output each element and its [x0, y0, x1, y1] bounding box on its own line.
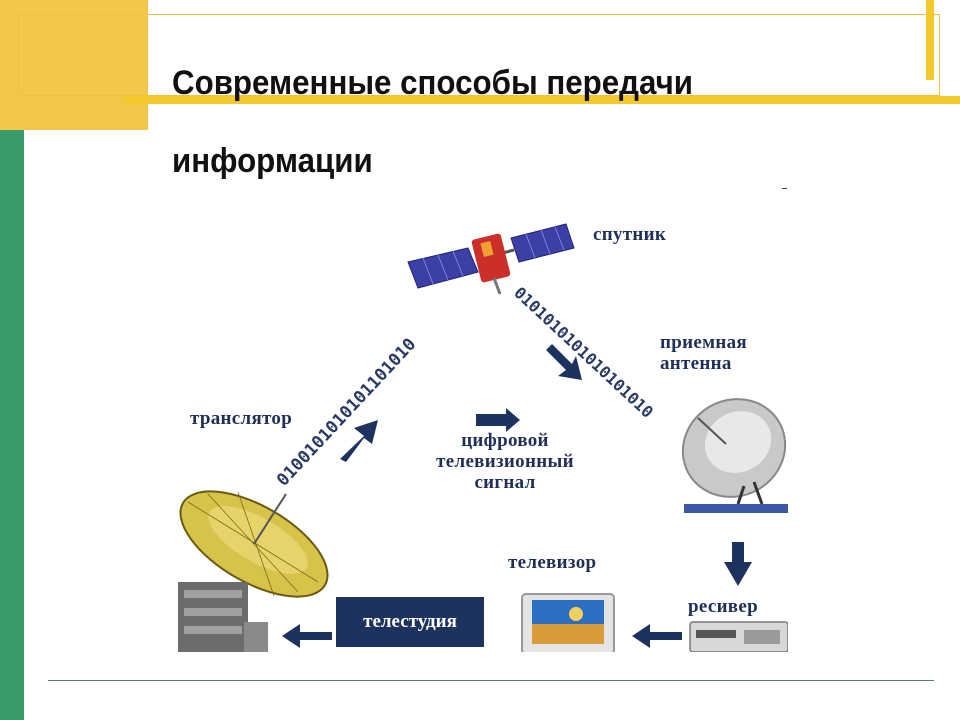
divider-mark [782, 188, 787, 189]
receiving-antenna-label-line1: приемная [660, 332, 747, 353]
slide-title-line1: Современные способы передачи [172, 64, 694, 102]
signal-label-line1: цифровой [461, 430, 549, 451]
studio-box: телестудия [336, 597, 484, 647]
slide-title: Современные способы передачи информации [172, 44, 816, 200]
transmitter-dish-icon [178, 490, 329, 652]
signal-arrow-icon [476, 408, 520, 432]
downlink-arrow-icon [546, 344, 582, 380]
diagram-graphics: 0100101010101101010 0101010101010101010 [178, 223, 788, 652]
uplink-arrow-icon [340, 420, 378, 462]
transmitter-label: транслятор [190, 408, 293, 429]
satellite-icon [407, 223, 575, 295]
left-arrow-icon [632, 624, 682, 648]
bitstream-down-text: 0101010101010101010 [510, 283, 657, 422]
corner-accent-square [0, 0, 148, 130]
signal-label: цифровой телевизионный сигнал [410, 430, 600, 493]
signal-label-line2: телевизионный [436, 451, 574, 472]
left-arrow-icon [282, 624, 332, 648]
title-right-bar [926, 0, 934, 80]
signal-label-line3: сигнал [474, 472, 536, 493]
side-accent-bar [0, 130, 24, 720]
bitstream-up-text: 0100101010101101010 [273, 335, 420, 491]
receiving-antenna-label: приемная антенна [660, 332, 747, 374]
receiver-label: ресивер [688, 596, 758, 617]
satellite-label: спутник [593, 224, 667, 245]
footer-divider [48, 680, 934, 681]
broadcast-diagram: 0100101010101101010 0101010101010101010 [178, 212, 788, 652]
receiving-antenna-icon [681, 398, 788, 513]
title-underline [122, 96, 960, 104]
slide-title-line2: информации [172, 142, 373, 180]
title-frame [18, 14, 940, 96]
down-arrow-icon [724, 542, 752, 586]
receiver-box-icon [689, 621, 788, 652]
receiving-antenna-label-line2: антенна [660, 353, 732, 374]
tv-label: телевизор [508, 552, 597, 573]
television-icon [521, 593, 615, 652]
